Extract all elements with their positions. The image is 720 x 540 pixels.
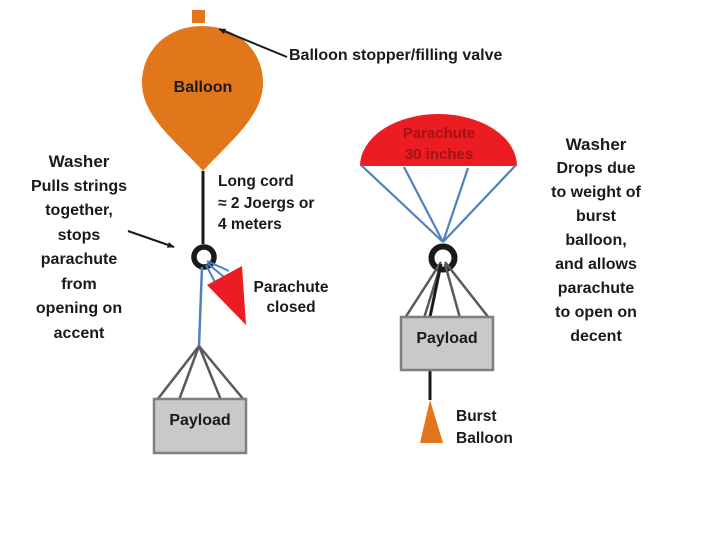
note-line: from	[61, 275, 97, 293]
valve-label: Balloon stopper/filling valve	[289, 47, 503, 64]
note-line: to weight of	[551, 184, 641, 201]
note-line: Pulls strings	[30, 177, 128, 195]
balloon-shape	[142, 26, 263, 171]
note-line: closed	[266, 299, 316, 316]
parachute-closed-shape	[207, 266, 246, 325]
washer-left-title: Washer	[48, 152, 110, 171]
valve-pointer-arrow	[218, 28, 288, 58]
note-line: Parachute	[402, 125, 476, 142]
parachute-canopy-shape	[360, 114, 517, 166]
note-line: Burst	[456, 408, 497, 425]
note-line: Parachute	[253, 279, 329, 296]
balloon-label: Balloon	[173, 79, 233, 96]
note-line: Long cord	[218, 173, 294, 190]
payload-strings-right	[403, 261, 490, 319]
payload-strings-left	[156, 345, 245, 401]
note-line: parachute	[40, 251, 118, 268]
shroud-lines	[360, 164, 517, 243]
washer-right-title: Washer	[565, 135, 627, 154]
payload-left-label: Payload	[169, 412, 231, 429]
note-line: together,	[45, 202, 113, 219]
note-line: parachute	[557, 280, 635, 297]
note-line: balloon,	[565, 232, 627, 249]
burst-balloon-note: Burst Balloon	[456, 406, 513, 450]
note-line: 30 inches	[404, 145, 474, 163]
closed-chute-strings	[205, 260, 230, 285]
note-line: accent	[53, 324, 105, 342]
washer-right-note: Washer Drops due to weight of burst ball…	[534, 133, 658, 349]
note-line: Balloon	[456, 430, 513, 447]
balloon-stopper-shape	[192, 10, 205, 23]
washer-ring-right	[428, 243, 458, 273]
note-line: stops	[57, 226, 101, 244]
payload-right-label: Payload	[416, 330, 478, 347]
note-line: Drops due	[556, 160, 636, 177]
payload-cord-left	[197, 266, 204, 347]
note-line: ≈ 2 Joergs or	[218, 194, 315, 212]
note-line: decent	[570, 328, 622, 345]
note-line: and allows	[555, 256, 637, 273]
parachute-canopy-note: Parachute 30 inches	[394, 124, 484, 165]
note-line: 4 meters	[218, 216, 282, 233]
burst-balloon-shape	[420, 400, 443, 443]
payload-box-left	[152, 397, 248, 455]
washer-left-note: Washer Pulls strings together, stops par…	[10, 150, 148, 346]
washer-pointer-arrow-left	[127, 230, 175, 248]
note-line: opening on	[35, 300, 123, 317]
note-line: burst	[576, 208, 616, 225]
washer-ring-left	[191, 244, 217, 270]
parachute-closed-note: Parachute closed	[241, 278, 341, 318]
payload-box-right	[399, 315, 495, 372]
long-cord-note: Long cord ≈ 2 Joergs or 4 meters	[218, 171, 314, 236]
note-line: to open on	[555, 304, 637, 321]
